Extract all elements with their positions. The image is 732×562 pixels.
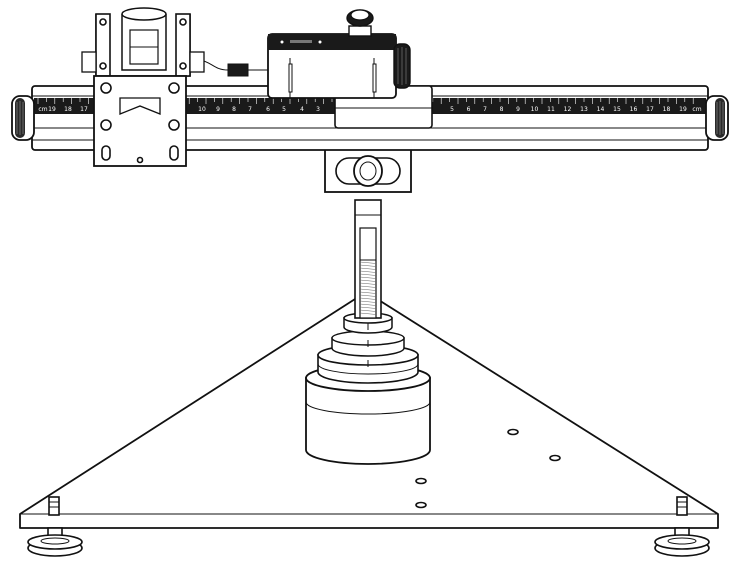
thread-line <box>359 306 377 309</box>
ruler-number-right: 5 <box>450 106 454 113</box>
ruler-number-right: 12 <box>564 106 572 113</box>
thread-line <box>359 264 377 267</box>
thread-line <box>359 309 377 312</box>
vertical-rod <box>354 199 382 319</box>
thread-line <box>359 300 377 303</box>
ruler-number-right: 13 <box>580 106 588 113</box>
ruler-number-right: 15 <box>613 106 621 113</box>
ruler-number-right: 18 <box>663 106 671 113</box>
ruler-number-right: 9 <box>516 106 520 113</box>
ruler-number-left: 9 <box>216 106 220 113</box>
thread-line <box>359 261 377 264</box>
ruler-number-right: 11 <box>547 106 555 113</box>
ruler-number-left: 8 <box>232 106 236 113</box>
thread-line <box>359 267 377 270</box>
thread-line <box>359 312 377 315</box>
thread-line <box>359 270 377 273</box>
thread-line <box>359 273 377 276</box>
leveling-foot-left <box>27 496 83 557</box>
thread-line <box>359 276 377 279</box>
ruler-number-right: 17 <box>646 106 654 113</box>
thread-line <box>359 285 377 288</box>
ruler-number-left: 19 <box>48 106 56 113</box>
ruler-number-left: 3 <box>316 106 320 113</box>
ruler-number-right: 8 <box>500 106 504 113</box>
thread-line <box>359 282 377 285</box>
thread-line <box>359 291 377 294</box>
ruler-number-right: 6 <box>467 106 471 113</box>
ruler-number-right: 16 <box>630 106 638 113</box>
end-knob-left <box>11 95 35 141</box>
thread-line <box>359 288 377 291</box>
thread-line <box>359 303 377 306</box>
ruler-number-left: 10 <box>198 106 206 113</box>
ruler-number-left: 5 <box>282 106 286 113</box>
ruler-number-right: 14 <box>597 106 605 113</box>
ruler-number-left: 6 <box>266 106 270 113</box>
sensor-carriage <box>199 9 411 99</box>
ruler-number-left: 7 <box>248 106 252 113</box>
ruler-unit-label-right: cm <box>692 106 701 113</box>
ruler-number-left: 18 <box>64 106 72 113</box>
ruler-number-right: 19 <box>679 106 687 113</box>
thread-line <box>359 294 377 297</box>
ruler-number-right: 10 <box>531 106 539 113</box>
pivot-clamp <box>324 147 412 193</box>
leveling-foot-right <box>654 496 710 557</box>
end-knob-right <box>705 95 729 141</box>
ruler-number-right: 7 <box>483 106 487 113</box>
ruler-unit-label-left: cm <box>38 106 47 113</box>
thread-line <box>359 297 377 300</box>
ruler-number-left: 17 <box>80 106 88 113</box>
photogate-bracket <box>81 7 205 167</box>
thread-line <box>359 279 377 282</box>
rod-thread <box>359 261 377 315</box>
cylinder-body <box>305 312 431 465</box>
ruler-number-left: 4 <box>300 106 304 113</box>
